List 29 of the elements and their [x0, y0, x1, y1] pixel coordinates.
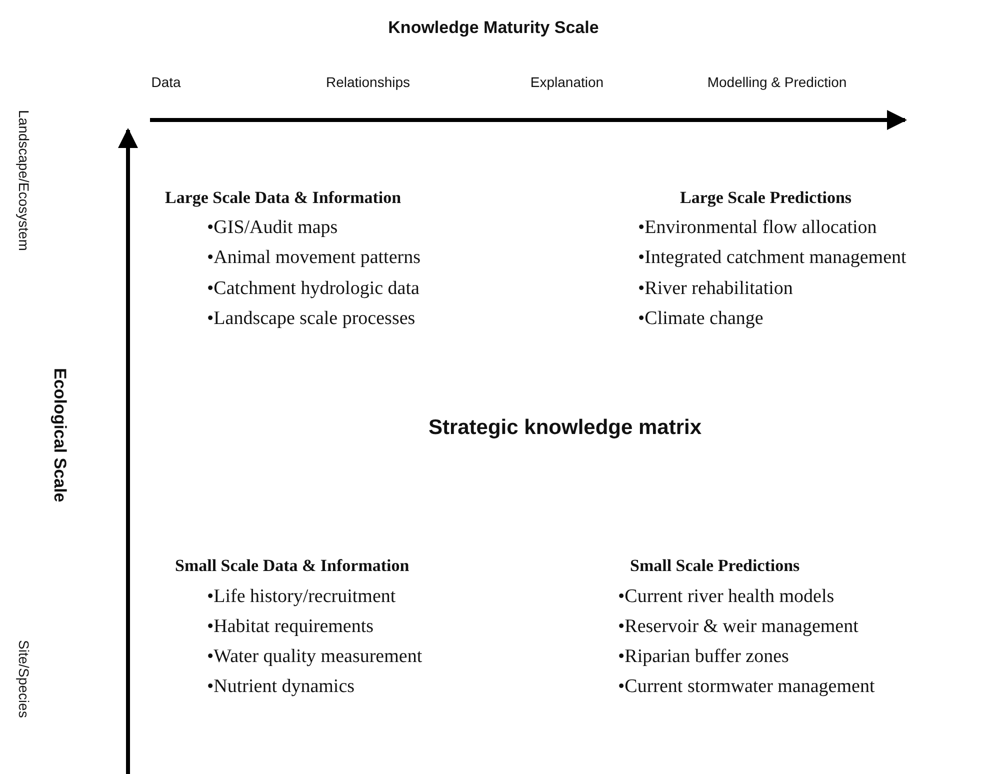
list-item: •River rehabilitation — [638, 278, 793, 300]
quadrant-heading: Small Scale Data & Information — [175, 556, 410, 576]
matrix-title: Strategic knowledge matrix — [428, 416, 702, 440]
list-item: •Catchment hydrologic data — [207, 278, 420, 300]
list-item: •Riparian buffer zones — [618, 646, 789, 668]
axis-label: Site/Species — [16, 640, 32, 718]
list-item: •Water quality measurement — [207, 646, 422, 668]
axis-label: Relationships — [326, 74, 410, 90]
list-item: •Life history/recruitment — [207, 586, 396, 608]
title: Knowledge Maturity Scale — [387, 18, 600, 38]
list-item: •GIS/Audit maps — [207, 217, 338, 239]
list-item: •Climate change — [638, 308, 764, 330]
quadrant-heading: Large Scale Data & Information — [165, 188, 402, 208]
axis-label: Explanation — [530, 74, 604, 90]
list-item: •Environmental flow allocation — [638, 217, 877, 239]
quadrant-heading: Small Scale Predictions — [630, 556, 800, 576]
axis-label: Landscape/Ecosystem — [16, 110, 32, 251]
list-item: •Current stormwater management — [618, 676, 875, 698]
list-item: •Integrated catchment management — [638, 247, 906, 269]
list-item: •Animal movement patterns — [207, 247, 420, 269]
list-item: •Landscape scale processes — [207, 308, 416, 330]
list-item: •Habitat requirements — [207, 616, 374, 638]
list-item: •Reservoir & weir management — [618, 616, 858, 638]
axis-label: Modelling & Prediction — [707, 74, 847, 90]
list-item: •Current river health models — [618, 586, 834, 608]
list-item: •Nutrient dynamics — [207, 676, 355, 698]
quadrant-heading: Large Scale Predictions — [680, 188, 852, 208]
axis-title: Ecological Scale — [50, 368, 70, 502]
axis-label: Data — [151, 74, 181, 90]
